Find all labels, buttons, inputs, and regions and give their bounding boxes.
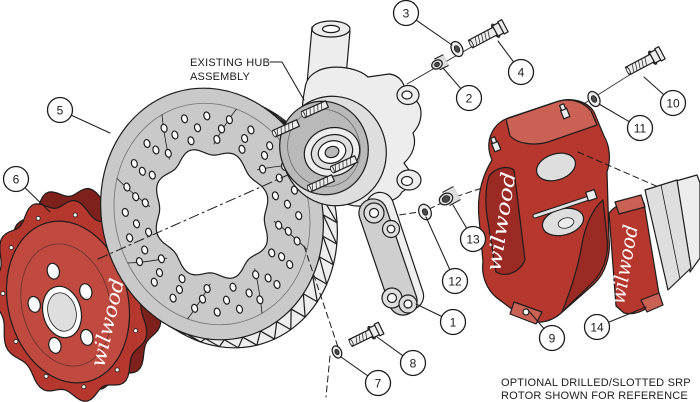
bracket-spacer-axis-line (379, 185, 489, 219)
callout-circle-10 (659, 89, 687, 117)
callout-leader-4 (497, 40, 515, 63)
hub-label-leader (269, 61, 305, 101)
hat-bolt-axis-line2 (325, 355, 331, 398)
callout-number-11: 11 (634, 122, 647, 136)
callout-circle-3 (392, 0, 420, 27)
callout-leader-8 (376, 336, 404, 357)
callout-circle-13 (459, 225, 487, 253)
callout-number-4: 4 (518, 66, 525, 80)
note-line2: ROTOR SHOWN FOR REFERENCE (501, 390, 688, 402)
callout-2: 2 (442, 67, 483, 112)
pad-axis-line (577, 151, 687, 200)
pad-pin-hex-end (585, 188, 598, 202)
callout-7: 7 (340, 356, 392, 397)
bleed-screw-right (558, 103, 571, 120)
callout-9: 9 (527, 309, 566, 352)
callout-3: 3 (392, 0, 453, 46)
mounting-hardware (331, 19, 666, 359)
callout-number-12: 12 (448, 275, 462, 289)
callout-12: 12 (425, 216, 469, 295)
callout-1: 1 (415, 303, 467, 336)
brake-pads: wilwood (605, 174, 700, 315)
callout-leader-14 (608, 306, 647, 323)
knuckle-lower-ear-hole (400, 175, 414, 187)
pad-friction-seam (660, 184, 681, 280)
text-labels: EXISTING HUB ASSEMBLY OPTIONAL DRILLED/S… (190, 57, 691, 402)
callout-number-1: 1 (450, 316, 457, 330)
knuckle-upper-ear-hole (401, 90, 413, 100)
callout-leader-12 (425, 216, 451, 271)
bearing-bore (324, 145, 340, 159)
hub-label-line2: ASSEMBLY (190, 71, 251, 83)
callout-leader-13 (452, 204, 468, 229)
callout-circle-5 (46, 96, 74, 124)
callout-leader-11 (598, 103, 630, 123)
hat-bolt-axis-line (303, 245, 340, 351)
caliper-bridge-top (505, 99, 598, 145)
callout-circle-9 (538, 324, 566, 352)
callout-circle-14 (583, 313, 611, 341)
callout-leader-10 (643, 76, 665, 96)
callout-number-14: 14 (590, 321, 604, 335)
caliper-piston-hint (557, 217, 575, 229)
callout-circle-12 (441, 267, 469, 295)
callout-number-8: 8 (410, 357, 417, 371)
callout-8: 8 (376, 336, 427, 377)
pad-friction-block (644, 179, 692, 291)
callout-circle-6 (2, 165, 30, 193)
callout-circle-8 (399, 349, 427, 377)
bleed-screw-left (489, 136, 502, 153)
callout-13: 13 (452, 204, 487, 253)
callout-circle-1 (439, 308, 467, 336)
callout-number-9: 9 (549, 332, 556, 346)
hub-label-line1: EXISTING HUB (190, 57, 270, 69)
callout-14: 14 (583, 306, 647, 341)
callout-leader-1 (415, 303, 443, 318)
callout-10: 10 (643, 76, 687, 117)
callout-leader-3 (415, 19, 453, 46)
callout-leader-6 (24, 187, 51, 213)
callout-number-5: 5 (57, 104, 64, 118)
callout-circle-4 (507, 58, 535, 86)
caliper-side-shade (561, 199, 608, 313)
callout-number-3: 3 (403, 7, 410, 21)
strut-tube-bore (321, 24, 341, 34)
callout-leader-7 (340, 356, 369, 377)
pad-retainer-pin (533, 196, 591, 218)
callout-number-13: 13 (466, 233, 480, 247)
note-line1: OPTIONAL DRILLED/SLOTTED SRP (501, 377, 691, 389)
caliper: wilwood (477, 99, 610, 325)
callout-4: 4 (497, 40, 535, 86)
callout-leader-9 (527, 309, 545, 330)
pad-top-tab (614, 194, 646, 215)
callout-circle-2 (455, 84, 483, 112)
existing-hub-assembly (271, 20, 422, 207)
callout-11: 11 (598, 103, 654, 142)
callout-5: 5 (46, 96, 111, 134)
callout-number-10: 10 (666, 97, 680, 111)
callout-leader-5 (70, 114, 111, 134)
pad-bottom-foot (640, 292, 664, 313)
callout-circle-11 (626, 114, 654, 142)
callout-number-2: 2 (466, 92, 473, 106)
caliper-lower-tab-hole (522, 308, 530, 316)
callout-6: 6 (2, 165, 51, 213)
wheel-studs (271, 100, 359, 193)
callout-number-7: 7 (375, 377, 382, 391)
caliper-bridge-window-1 (535, 152, 577, 182)
callout-circle-7 (364, 369, 392, 397)
caliper-bracket (358, 191, 425, 316)
callout-number-6: 6 (13, 173, 20, 187)
caliper-logo-panel (485, 166, 526, 275)
callout-leader-2 (442, 67, 462, 90)
